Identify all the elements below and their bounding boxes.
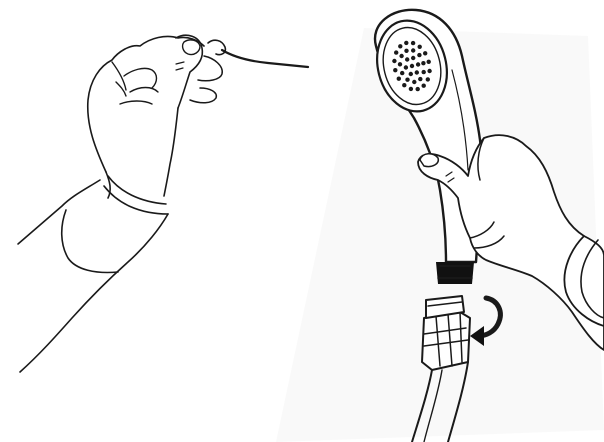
spray-nozzle <box>423 51 427 55</box>
spray-nozzle <box>405 57 409 61</box>
spray-nozzle <box>398 62 402 66</box>
spray-nozzle <box>411 56 415 60</box>
spray-nozzle <box>421 61 425 65</box>
spray-nozzle <box>412 80 416 84</box>
hand-icon <box>18 35 222 372</box>
spray-nozzle <box>405 78 409 82</box>
spray-nozzle <box>426 77 430 81</box>
spray-nozzle <box>416 87 420 91</box>
spray-nozzle <box>415 70 419 74</box>
spray-nozzle <box>404 41 408 45</box>
right-panel <box>276 10 604 442</box>
spray-nozzle <box>393 68 397 72</box>
spray-nozzle <box>404 49 408 53</box>
spray-nozzle <box>409 72 413 76</box>
spray-nozzle <box>418 77 422 81</box>
left-panel <box>18 35 308 372</box>
pin-icon <box>208 40 308 67</box>
hose-connector-icon <box>436 262 474 284</box>
spray-nozzle <box>411 41 415 45</box>
spray-nozzle <box>394 50 398 54</box>
spray-nozzle <box>392 59 396 63</box>
spray-nozzle <box>400 71 404 75</box>
spray-nozzle <box>427 69 431 73</box>
hose-nut-icon <box>422 296 470 370</box>
spray-nozzle <box>410 64 414 68</box>
spray-nozzle <box>409 87 413 91</box>
spray-nozzle <box>422 70 426 74</box>
spray-nozzle <box>411 48 415 52</box>
spray-nozzle <box>416 62 420 66</box>
spray-nozzle <box>398 44 402 48</box>
spray-nozzle <box>399 54 403 58</box>
spray-nozzle <box>427 60 431 64</box>
spray-nozzle <box>418 45 422 49</box>
spray-nozzle <box>422 84 426 88</box>
spray-nozzle <box>397 77 401 81</box>
spray-nozzle <box>404 65 408 69</box>
spray-nozzle <box>417 53 421 57</box>
spray-nozzle <box>402 83 406 87</box>
